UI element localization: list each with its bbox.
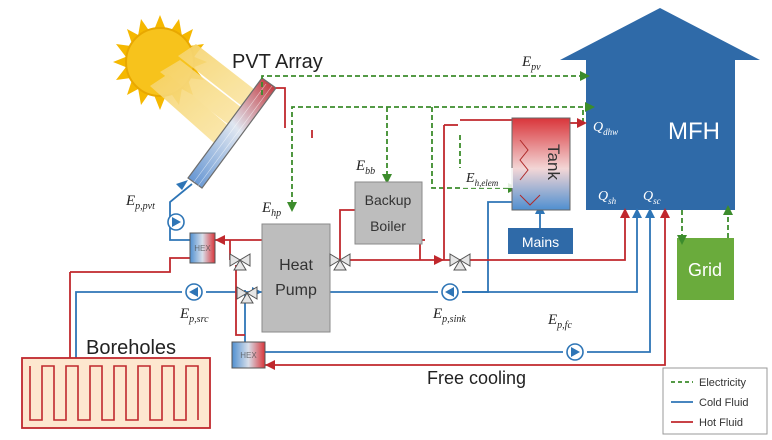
pvt-array-panel: [187, 77, 277, 189]
hot-fluid-arrowheads: [215, 118, 670, 370]
backup-boiler-box: [354, 181, 423, 245]
borehole-loops: [29, 365, 199, 421]
boreholes-label: Boreholes: [86, 337, 176, 359]
e-hp-symbol: Ehp: [261, 200, 281, 219]
hex-bottom: [231, 341, 266, 369]
e-p-sink-symbol: Ep,sink: [432, 306, 466, 325]
electricity-lines: [261, 75, 729, 238]
pump-icon-sink: [441, 283, 459, 301]
e-pv-symbol: Epv: [521, 54, 541, 73]
legend-hot-label: Hot Fluid: [699, 417, 743, 429]
hex-top: [189, 232, 216, 264]
q-sh-symbol: Qsh: [598, 189, 617, 206]
e-bb-symbol: Ebb: [355, 158, 375, 177]
q-sc-symbol: Qsc: [643, 189, 661, 206]
heat-pump-label-line1: Heat: [279, 257, 313, 274]
mains-box: [508, 228, 573, 254]
e-p-src-symbol: Ep,src: [179, 306, 209, 325]
free-cooling-label: Free cooling: [427, 368, 526, 388]
heat-pump-label-line2: Pump: [275, 282, 317, 299]
boreholes-box: [21, 357, 211, 429]
valve-icon-hp-bottom: [236, 286, 258, 304]
e-h-elem-symbol: Eh,elem: [465, 171, 499, 188]
legend-electricity-label: Electricity: [699, 377, 747, 389]
tank-box: [511, 117, 571, 211]
sun-rays: [150, 44, 268, 150]
e-p-pvt-symbol: Ep,pvt: [125, 193, 155, 212]
hex-top-label: HEX: [194, 244, 211, 253]
valve-icon-hp-top: [229, 253, 251, 271]
backup-boiler-label-line2: Boiler: [370, 218, 406, 234]
q-dhw-symbol: Qdhw: [593, 120, 618, 137]
pvt-array-label: PVT Array: [232, 51, 323, 73]
e-h-elem-box: [463, 168, 513, 188]
pump-icon-fc: [566, 343, 584, 361]
backup-boiler-label-line1: Backup: [365, 192, 412, 208]
pump-icon-src: [185, 283, 203, 301]
valve-icon-tank: [449, 253, 471, 271]
valve-icon-boiler: [329, 253, 351, 271]
mfh-building: [560, 8, 760, 210]
mfh-label: MFH: [668, 118, 720, 145]
pump-icon-pvt: [167, 213, 185, 231]
grid-label: Grid: [688, 260, 722, 280]
heat-pump-box: [261, 223, 331, 333]
e-p-fc-symbol: Ep,fc: [547, 312, 572, 331]
mains-label: Mains: [522, 234, 559, 250]
hot-fluid-lines: [69, 87, 666, 366]
legend: Electricity Cold Fluid Hot Fluid: [662, 367, 768, 435]
grid-box: [677, 238, 734, 300]
legend-cold-label: Cold Fluid: [699, 397, 749, 409]
hex-bottom-label: HEX: [240, 351, 257, 360]
tank-label: Tank: [544, 144, 563, 180]
tank-coil: [519, 139, 541, 206]
